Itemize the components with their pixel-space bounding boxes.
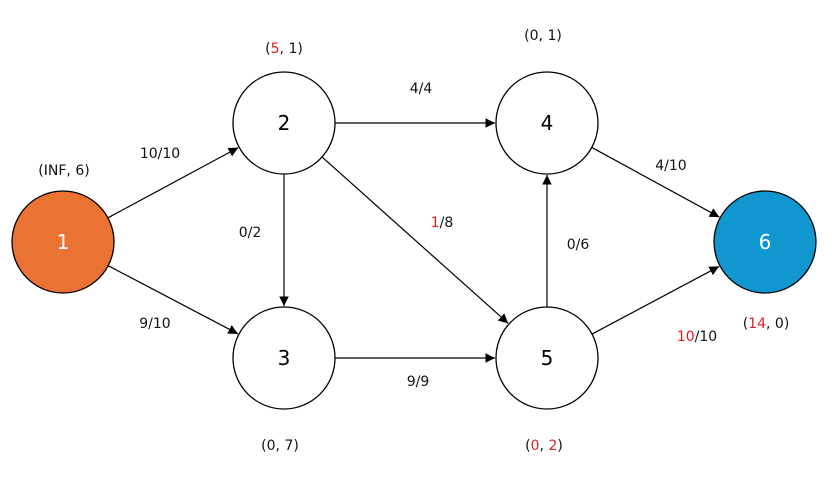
node-5-circle xyxy=(495,306,599,410)
edge-label-1-2: 10/10 xyxy=(140,146,180,162)
node-3: 3 xyxy=(232,306,336,410)
node-2: 2 xyxy=(232,71,336,175)
edge-1-2 xyxy=(107,147,239,219)
edge-2-5 xyxy=(321,156,509,324)
node-6: 6 xyxy=(713,190,817,294)
node-3-circle xyxy=(232,306,336,410)
edge-label-2-5: 1/8 xyxy=(431,215,454,231)
node-4-circle xyxy=(495,71,599,175)
node-6-circle xyxy=(713,190,817,294)
node-5-annotation: (0, 2) xyxy=(525,438,563,454)
edge-label-5-4: 0/6 xyxy=(567,237,590,253)
node-4: 4 xyxy=(495,71,599,175)
edge-4-6 xyxy=(591,146,720,218)
edge-label-3-5: 9/9 xyxy=(407,374,430,390)
node-3-label: 3 xyxy=(278,346,291,370)
node-6-annotation: (14, 0) xyxy=(743,316,790,332)
edge-label-2-3: 0/2 xyxy=(239,225,262,241)
node-2-circle xyxy=(232,71,336,175)
edge-5-6 xyxy=(591,265,720,335)
node-1-circle xyxy=(11,190,115,294)
node-4-label: 4 xyxy=(541,111,554,135)
node-4-annotation: (0, 1) xyxy=(524,28,562,44)
edge-1-3 xyxy=(107,265,239,335)
edge-label-1-3: 9/10 xyxy=(139,316,170,332)
node-2-annotation: (5, 1) xyxy=(265,41,303,57)
node-6-label: 6 xyxy=(759,230,772,254)
node-3-annotation: (0, 7) xyxy=(261,438,299,454)
node-5: 5 xyxy=(495,306,599,410)
node-1-label: 1 xyxy=(57,230,70,254)
edge-label-2-4: 4/4 xyxy=(410,81,433,97)
node-1: 1 xyxy=(11,190,115,294)
node-5-label: 5 xyxy=(541,346,554,370)
edge-label-4-6: 4/10 xyxy=(655,158,686,174)
node-2-label: 2 xyxy=(278,111,291,135)
edge-label-5-6: 10/10 xyxy=(677,329,717,345)
node-1-annotation: (INF, 6) xyxy=(38,163,89,179)
